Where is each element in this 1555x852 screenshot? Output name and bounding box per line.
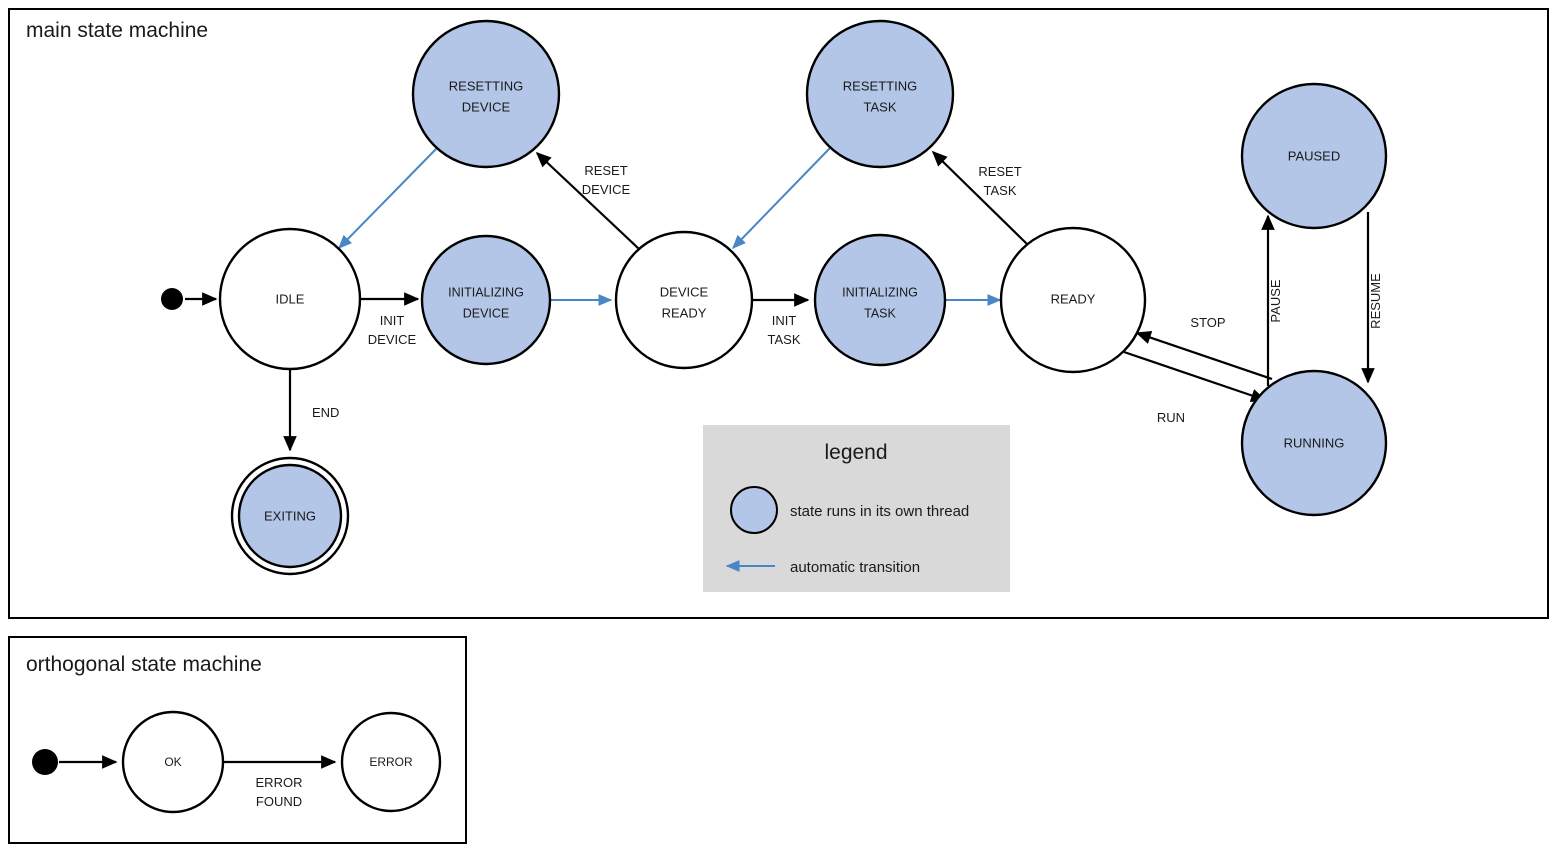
edge-label-end: END [312, 405, 339, 420]
state-error-shape [340, 711, 442, 813]
state-ready-shape [999, 226, 1147, 374]
transition-running-to-ready [1135, 331, 1273, 381]
state-device-ready-shape [614, 230, 754, 370]
edge-label-run: RUN [1157, 410, 1185, 425]
legend-title: legend [824, 441, 887, 464]
edge-label-pause: PAUSE [1268, 279, 1283, 322]
state-device-ready-label-line1: DEVICE [660, 284, 709, 299]
orthogonal-initial-state-dot [32, 749, 58, 775]
state-initializing-device-label-line2: DEVICE [463, 306, 510, 320]
transition-ready-to-resetting-task [931, 150, 1028, 245]
state-resetting-device[interactable]: RESETTING DEVICE [411, 19, 561, 169]
state-initializing-task-shape [813, 233, 947, 367]
legend: legend state runs in its own thread auto… [703, 425, 1010, 592]
state-ok-shape [121, 710, 225, 814]
edge-label-init-device-line1: INIT [380, 313, 405, 328]
edge-label-init-task-line1: INIT [772, 313, 797, 328]
legend-auto-text: automatic transition [790, 559, 920, 576]
state-exiting-shape [237, 463, 343, 569]
state-error-label: ERROR [369, 755, 413, 769]
state-idle-label: IDLE [276, 291, 305, 306]
state-running-label: RUNNING [1284, 435, 1345, 450]
transition-resetting-device-to-idle [338, 147, 438, 249]
state-ready-label: READY [1051, 291, 1096, 306]
edge-label-resume: RESUME [1368, 273, 1383, 329]
state-resetting-device-shape [411, 19, 561, 169]
legend-thread-swatch-icon [730, 486, 778, 534]
edge-label-reset-task-line1: RESET [978, 164, 1021, 179]
edge-label-init-device-line2: DEVICE [368, 332, 417, 347]
state-resetting-device-label-line2: DEVICE [462, 99, 511, 114]
state-device-ready[interactable]: DEVICE READY [614, 230, 754, 370]
state-initializing-task-label-line2: TASK [864, 306, 896, 320]
state-resetting-task-label-line2: TASK [864, 99, 897, 114]
state-paused-label: PAUSED [1288, 148, 1341, 163]
state-exiting[interactable]: EXITING [230, 456, 350, 576]
state-device-ready-label-line2: READY [662, 305, 707, 320]
state-resetting-device-label-line1: RESETTING [449, 78, 523, 93]
state-initializing-task[interactable]: INITIALIZING TASK [813, 233, 947, 367]
state-initializing-device-shape [420, 234, 552, 366]
state-resetting-task[interactable]: RESETTING TASK [805, 19, 955, 169]
legend-thread-text: state runs in its own thread [790, 503, 969, 520]
state-paused[interactable]: PAUSED [1240, 82, 1388, 230]
state-initializing-device[interactable]: INITIALIZING DEVICE [420, 234, 552, 366]
state-ok-label: OK [164, 755, 181, 769]
state-resetting-task-label-line1: RESETTING [843, 78, 917, 93]
state-exiting-label: EXITING [264, 508, 316, 523]
edge-label-error-found-line2: FOUND [256, 794, 302, 809]
initial-state-dot [161, 288, 183, 310]
edge-label-error-found-line1: ERROR [256, 775, 303, 790]
edge-label-stop: STOP [1190, 315, 1225, 330]
edge-label-reset-device-line2: DEVICE [582, 182, 631, 197]
state-running[interactable]: RUNNING [1240, 369, 1388, 517]
state-running-shape [1240, 369, 1388, 517]
state-ready[interactable]: READY [999, 226, 1147, 374]
state-error[interactable]: ERROR [340, 711, 442, 813]
main-state-machine-title: main state machine [26, 19, 208, 42]
transition-resetting-task-to-device-ready [732, 147, 831, 250]
state-idle[interactable]: IDLE [218, 227, 362, 371]
state-resetting-task-shape [805, 19, 955, 169]
transition-ready-to-running [1123, 350, 1267, 402]
orthogonal-state-machine-title: orthogonal state machine [26, 653, 262, 676]
edge-label-init-task-line2: TASK [768, 332, 801, 347]
state-paused-shape [1240, 82, 1388, 230]
state-initializing-task-label-line1: INITIALIZING [842, 285, 918, 299]
edge-label-reset-device-line1: RESET [584, 163, 627, 178]
state-initializing-device-label-line1: INITIALIZING [448, 285, 524, 299]
edge-label-reset-task-line2: TASK [984, 183, 1017, 198]
transition-device-ready-to-resetting-device [535, 151, 640, 250]
state-ok[interactable]: OK [121, 710, 225, 814]
state-idle-shape [218, 227, 362, 371]
